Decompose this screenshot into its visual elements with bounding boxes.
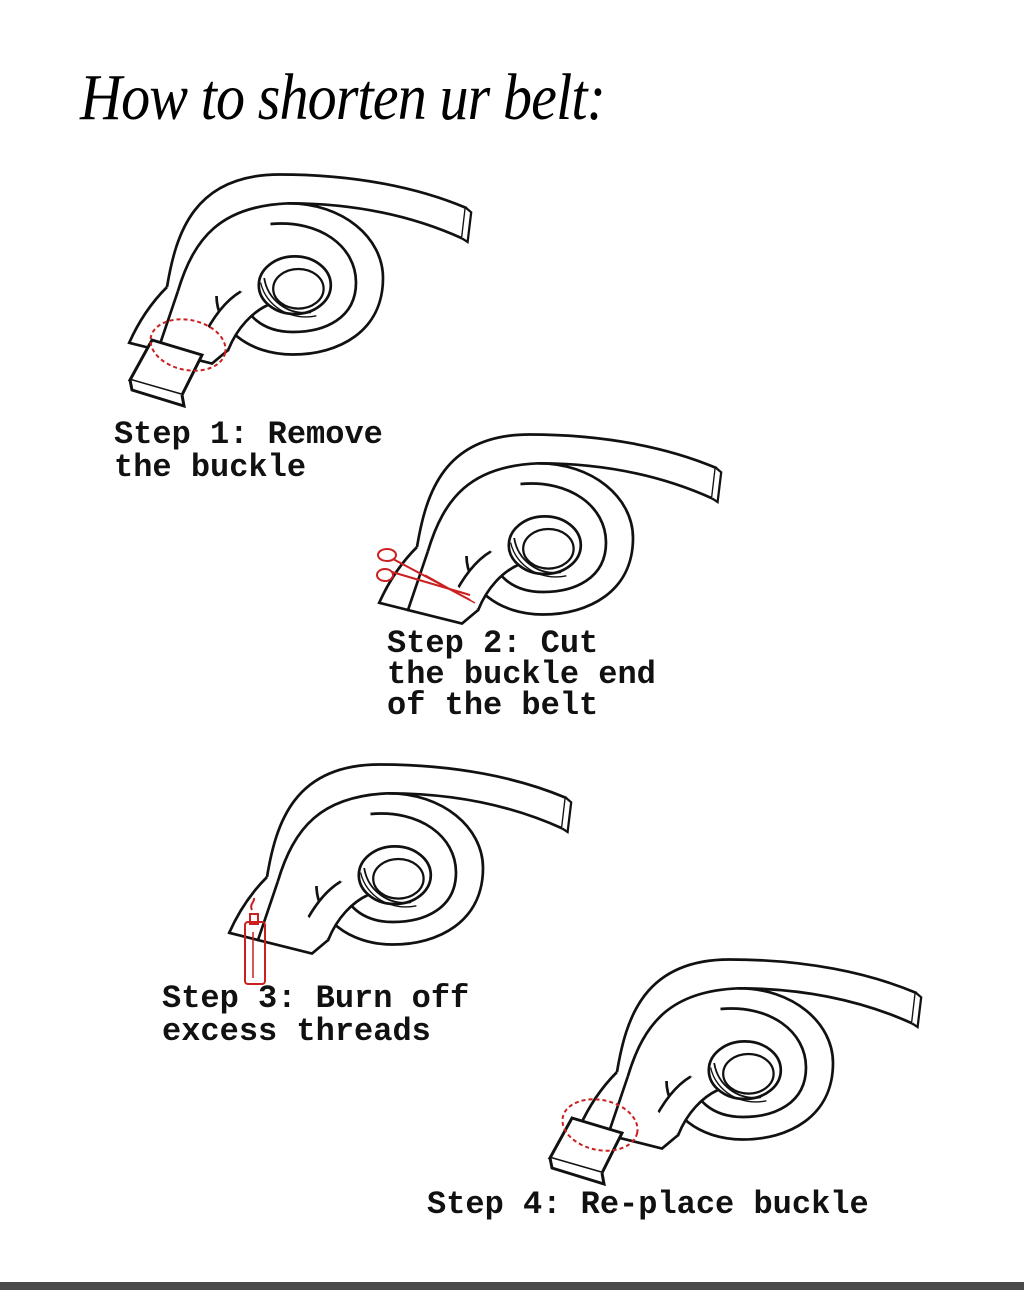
bottom-border <box>0 1282 1024 1290</box>
step-2-line-3: of the belt <box>387 687 599 724</box>
step-3-line-1: Step 3: Burn off <box>162 980 470 1017</box>
belt-illustration-step-4 <box>577 958 923 1150</box>
step-1-line-1: Step 1: Remove <box>114 416 383 453</box>
belt-illustration-step-2 <box>377 433 723 625</box>
step-1-line-2: the buckle <box>114 449 307 486</box>
step-1-caption: Step 1: Remove the buckle <box>114 418 383 484</box>
step-3-line-2: excess threads <box>162 1013 431 1050</box>
step-2-line-2: the buckle end <box>387 656 656 693</box>
lighter-icon <box>244 897 266 985</box>
belt-illustration-step-3 <box>227 763 573 955</box>
belt-illustration-step-1 <box>127 173 473 365</box>
scissors-icon <box>376 548 476 604</box>
page-title: How to shorten ur belt: <box>80 61 606 134</box>
dashed-circle-marker <box>561 1098 639 1152</box>
step-4-caption: Step 4: Re-place buckle <box>427 1188 869 1221</box>
dashed-circle-marker <box>149 318 227 372</box>
step-2-line-1: Step 2: Cut <box>387 625 599 662</box>
step-4-line-1: Step 4: Re-place buckle <box>427 1186 869 1223</box>
step-3-caption: Step 3: Burn off excess threads <box>162 982 469 1048</box>
step-2-caption: Step 2: Cut the buckle end of the belt <box>387 625 656 724</box>
